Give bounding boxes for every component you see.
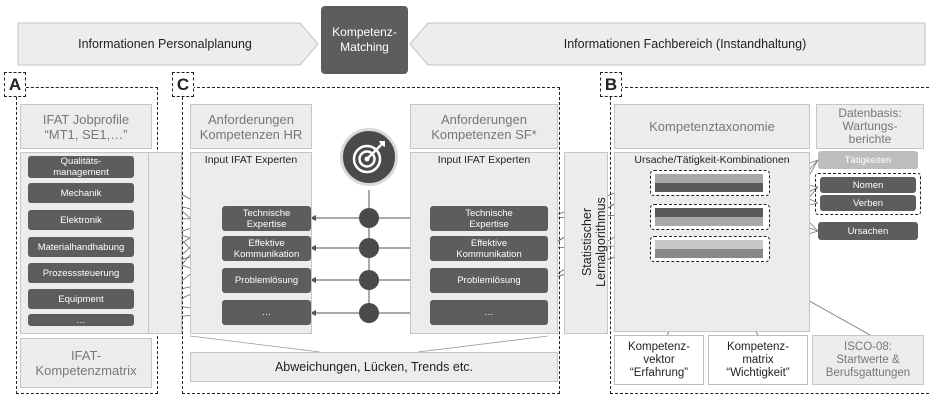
kompetenzmatrix-box: IFAT- Kompetenzmatrix [20,338,152,388]
data-item-label: Tätigkeiten [844,154,892,166]
section-c-letter: C [172,72,194,97]
target-icon [340,128,398,186]
section-c-frame [182,87,560,394]
kompetenz-matching-box: Kompetenz- Matching [321,6,408,74]
kompetenztaxonomie-title: Kompetenztaxonomie [614,104,810,149]
jobprofile-item-mechanik[interactable]: Mechanik [28,183,134,203]
kompetenztaxonomie-text: Kompetenztaxonomie [649,119,775,134]
jobprofile-item-label: … [76,314,86,326]
left-arrow-label: Informationen Personalplanung [78,37,252,51]
jobprofile-item-equipment[interactable]: Equipment [28,289,134,309]
right-big-arrow [409,22,926,66]
combo-bar-activity [655,217,763,226]
hr-item-label: Problemlösung [234,275,299,286]
combo-header: Ursache/Tätigkeit-Kombinationen [634,154,790,166]
sf-requirements-title-text: Anforderungen Kompetenzen SF* [431,111,537,142]
kompetenzmatrix-wichtigkeit-label: Kompetenz- matrix “Wichtigkeit” [726,340,790,379]
lernalgorithmus-box [564,152,608,334]
jobprofile-side-panel [148,152,182,334]
jobprofile-title: IFAT Jobprofile “MT1, SE1,…” [20,104,152,149]
lernalgorithmus-text: Statistischer Lernalgorithmus [580,197,608,287]
combo-group-1[interactable] [650,170,770,196]
jobprofile-item-label: Qualitäts- management [53,156,109,178]
sf-item-more[interactable]: … [430,300,548,325]
hr-item-problemloesung[interactable]: Problemlösung [222,268,311,293]
combo-bar-cause [655,174,763,183]
hr-item-technische-expertise[interactable]: Technische Expertise [222,206,311,231]
kompetenz-matching-label: Kompetenz- Matching [332,25,397,54]
sf-item-label: Effektive Kommunikation [456,237,522,260]
kompetenzvektor-box: Kompetenz- vektor “Erfahrung” [614,335,704,385]
data-item-ursachen[interactable]: Ursachen [818,222,918,240]
sf-input-header: Input IFAT Experten [437,154,531,166]
section-b-frame [610,87,929,394]
datenbasis-text: Datenbasis: Wartungs- berichte [838,106,902,146]
data-item-verben[interactable]: Verben [820,195,916,211]
match-node-1 [359,208,379,228]
hr-requirements-title: Anforderungen Kompetenzen HR [190,104,312,149]
hr-item-label: Technische Expertise [242,207,291,230]
combo-group-3[interactable] [650,236,770,262]
combo-bar-activity [655,249,763,258]
sf-item-technische-expertise[interactable]: Technische Expertise [430,206,548,231]
jobprofile-item-label: Mechanik [60,187,102,199]
sf-requirements-title: Anforderungen Kompetenzen SF* [410,104,558,149]
sf-item-label: Technische Expertise [465,207,513,230]
data-item-label: Nomen [852,179,884,191]
abweichungen-box: Abweichungen, Lücken, Trends etc. [190,352,558,382]
sf-item-label: Problemlösung [457,275,521,286]
isco-box: ISCO-08: Startwerte & Berufsgattungen [812,335,924,385]
hr-item-label: … [261,307,272,318]
left-big-arrow [17,22,319,66]
kompetenzvektor-label: Kompetenz- vektor “Erfahrung” [627,340,690,379]
sf-item-problemloesung[interactable]: Problemlösung [430,268,548,293]
combo-group-2[interactable] [650,204,770,230]
hr-item-effektive-kommunikation[interactable]: Effektive Kommunikation [222,236,311,261]
lernalgorithmus-label: Statistischer Lernalgorithmus [566,152,608,332]
jobprofile-item-materialhandhabung[interactable]: Materialhandhabung [28,237,134,257]
hr-item-more[interactable]: … [222,300,311,325]
right-arrow-label: Informationen Fachbereich (Instandhaltun… [563,37,807,51]
jobprofile-item-label: Materialhandhabung [37,241,125,253]
hr-item-label: Effektive Kommunikation [233,237,300,260]
data-item-nomen[interactable]: Nomen [820,177,916,193]
kompetenzmatrix-wichtigkeit-box: Kompetenz- matrix “Wichtigkeit” [708,335,808,385]
jobprofile-item-label: Elektronik [60,214,102,226]
jobprofile-item-label: Equipment [58,293,104,305]
combo-bar-activity [655,183,763,192]
sf-item-effektive-kommunikation[interactable]: Effektive Kommunikation [430,236,548,261]
section-a-letter: A [4,72,26,97]
combo-bar-cause [655,208,763,217]
kompetenzmatrix-label: IFAT- Kompetenzmatrix [35,348,137,378]
match-node-2 [359,238,379,258]
combo-bar-cause [655,240,763,249]
jobprofile-title-text: IFAT Jobprofile “MT1, SE1,…” [42,111,130,142]
data-item-label: Verben [852,197,884,209]
match-node-3 [359,270,379,290]
jobprofile-item-elektronik[interactable]: Elektronik [28,210,134,230]
nomen-verben-group [815,173,921,215]
jobprofile-item-more[interactable]: … [28,314,134,326]
hr-requirements-title-text: Anforderungen Kompetenzen HR [199,111,303,142]
hr-input-header: Input IFAT Experten [204,154,298,166]
section-b-letter: B [600,72,622,97]
data-item-taetigkeiten[interactable]: Tätigkeiten [818,151,918,169]
sf-item-label: … [484,307,494,318]
jobprofile-item-label: Prozesssteuerung [42,267,120,279]
jobprofile-item-qualitaetsmanagement[interactable]: Qualitäts- management [28,156,134,178]
abweichungen-label: Abweichungen, Lücken, Trends etc. [274,360,474,374]
isco-label: ISCO-08: Startwerte & Berufsgattungen [825,340,911,379]
jobprofile-item-prozesssteuerung[interactable]: Prozesssteuerung [28,263,134,283]
match-node-4 [359,303,379,323]
data-item-label: Ursachen [847,225,889,237]
datenbasis-title: Datenbasis: Wartungs- berichte [816,104,924,149]
